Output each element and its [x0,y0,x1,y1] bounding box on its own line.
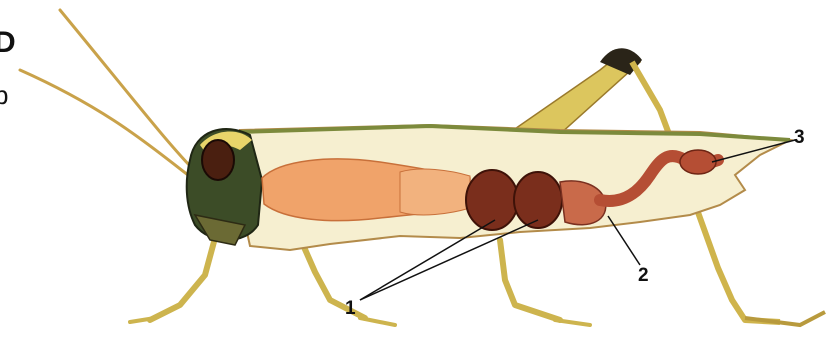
proventriculus [400,169,470,215]
gastric-caeca-right [514,172,562,228]
antenna-lower [20,70,188,175]
rectum [680,150,716,174]
callout-label-3: 3 [794,128,805,147]
head [187,129,262,245]
middle-tarsus [360,318,395,325]
antennae [20,10,192,175]
antenna-upper [60,10,192,168]
rear-leg-lower [500,240,560,320]
front-leg [150,238,215,320]
cropped-text-bottom: b [0,80,8,111]
callout-label-2: 2 [638,266,649,285]
rear-tarsus [555,320,590,325]
cropped-text-top: D [0,26,16,60]
legs [130,238,590,325]
callout-label-1: 1 [345,299,356,318]
compound-eye [202,140,234,180]
